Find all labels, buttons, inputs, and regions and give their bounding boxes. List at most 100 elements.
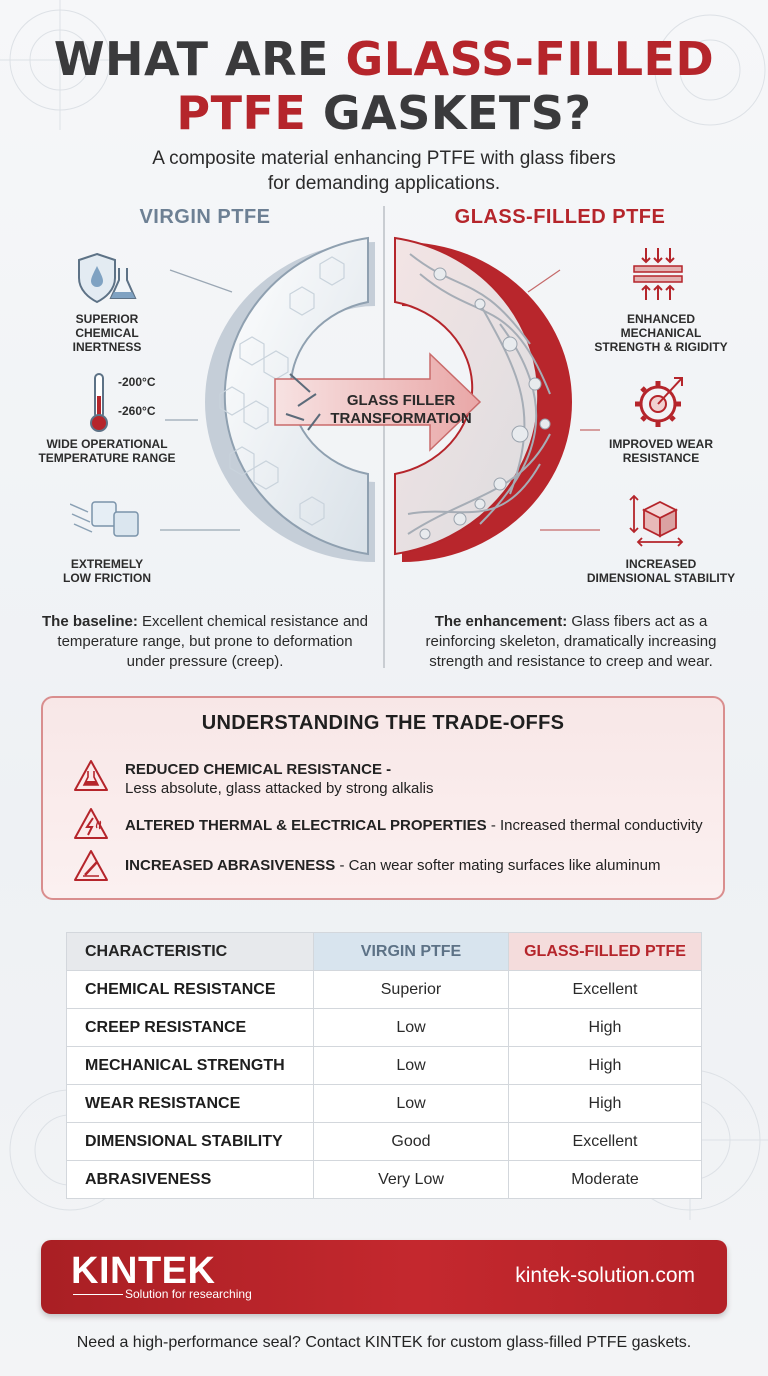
virgin-summary-text: Excellent chemical resistance and temper… bbox=[57, 613, 368, 670]
table-row: WEAR RESISTANCE Low High bbox=[66, 1084, 702, 1123]
feature-line: CHEMICAL bbox=[75, 326, 139, 340]
temp-high: -200°C bbox=[118, 375, 156, 389]
subtitle-line-2: for demanding applications. bbox=[267, 173, 501, 194]
virgin-summary: The baseline: Excellent chemical resista… bbox=[42, 612, 368, 672]
feature-line: WIDE OPERATIONAL bbox=[46, 437, 168, 451]
tradeoff-detail: Less absolute, glass attacked by strong … bbox=[125, 780, 434, 797]
gasket-illustration bbox=[205, 236, 572, 562]
table-row: ABRASIVENESS Very Low Moderate bbox=[66, 1160, 702, 1199]
row-characteristic: CREEP RESISTANCE bbox=[66, 1008, 314, 1047]
feature-line: ENHANCED bbox=[626, 312, 695, 326]
feature-low-friction: EXTREMELY LOW FRICTION bbox=[45, 557, 169, 585]
row-glass-value: High bbox=[508, 1008, 702, 1047]
glass-summary: The enhancement: Glass fibers act as a r… bbox=[408, 612, 734, 672]
table-row: DIMENSIONAL STABILITY Good Excellent bbox=[66, 1122, 702, 1161]
feature-line: STRENGTH & RIGIDITY bbox=[594, 340, 728, 354]
title-red-2: PTFE bbox=[176, 86, 307, 140]
glass-summary-label: The enhancement: bbox=[434, 613, 568, 630]
glass-summary-text: Glass fibers act as a reinforcing skelet… bbox=[425, 613, 717, 670]
title-plain-2: GASKETS? bbox=[306, 86, 592, 140]
tradeoff-item-3: INCREASED ABRASIVENESS - Can wear softer… bbox=[125, 856, 715, 875]
table-row: CREEP RESISTANCE Low High bbox=[66, 1008, 702, 1047]
row-virgin-value: Superior bbox=[313, 970, 509, 1009]
feature-line: INCREASED bbox=[625, 557, 697, 571]
kintek-logo: KINTEK bbox=[71, 1250, 216, 1292]
tradeoffs-title: UNDERSTANDING THE TRADE-OFFS bbox=[201, 712, 565, 734]
row-virgin-value: Low bbox=[313, 1084, 509, 1123]
gear-target-icon bbox=[635, 377, 683, 427]
feature-line: MECHANICAL bbox=[620, 326, 702, 340]
page-title: WHAT ARE GLASS-FILLED PTFE GASKETS? bbox=[0, 32, 768, 140]
cube-arrows-icon bbox=[629, 494, 684, 547]
feature-temperature-range: WIDE OPERATIONAL TEMPERATURE RANGE bbox=[30, 437, 184, 465]
row-glass-value: High bbox=[508, 1084, 702, 1123]
row-characteristic: MECHANICAL STRENGTH bbox=[66, 1046, 314, 1085]
website-link[interactable]: kintek-solution.com bbox=[515, 1264, 695, 1287]
tradeoff-item-2: ALTERED THERMAL & ELECTRICAL PROPERTIES … bbox=[125, 816, 715, 835]
feature-line: INERTNESS bbox=[72, 340, 142, 354]
column-header-glass: GLASS-FILLED PTFE bbox=[508, 932, 702, 971]
column-divider bbox=[383, 206, 385, 668]
tradeoff-label: REDUCED CHEMICAL RESISTANCE - bbox=[125, 761, 392, 778]
shield-drop-flask-icon bbox=[78, 252, 137, 304]
feature-mechanical-strength: ENHANCED MECHANICAL STRENGTH & RIGIDITY bbox=[586, 312, 736, 354]
tradeoff-label: INCREASED ABRASIVENESS bbox=[125, 857, 336, 874]
page-subtitle: A composite material enhancing PTFE with… bbox=[84, 146, 684, 196]
warning-abrasion-icon bbox=[74, 850, 108, 881]
row-glass-value: Moderate bbox=[508, 1160, 702, 1199]
table-header-row: CHARACTERISTIC VIRGIN PTFE GLASS-FILLED … bbox=[66, 932, 702, 971]
row-characteristic: WEAR RESISTANCE bbox=[66, 1084, 314, 1123]
transformation-arrow bbox=[274, 352, 482, 452]
transformation-line-1: GLASS FILLER bbox=[346, 392, 456, 409]
virgin-ptfe-heading: VIRGIN PTFE bbox=[139, 206, 271, 228]
thermometer-icon bbox=[90, 373, 108, 432]
connector-lines bbox=[160, 269, 600, 531]
tradeoff-label: ALTERED THERMAL & ELECTRICAL PROPERTIES bbox=[125, 817, 487, 834]
tradeoff-detail: - Increased thermal conductivity bbox=[486, 817, 703, 834]
feature-line: SUPERIOR bbox=[75, 312, 139, 326]
comparison-table: CHARACTERISTIC VIRGIN PTFE GLASS-FILLED … bbox=[66, 932, 702, 1199]
feature-line: DIMENSIONAL STABILITY bbox=[586, 571, 736, 585]
tradeoff-detail: - Can wear softer mating surfaces like a… bbox=[335, 857, 661, 874]
warning-heat-icon bbox=[74, 808, 108, 839]
logo-tagline: Solution for researching bbox=[125, 1287, 252, 1301]
transformation-line-2: TRANSFORMATION bbox=[330, 410, 472, 427]
table-row: MECHANICAL STRENGTH Low High bbox=[66, 1046, 702, 1085]
row-virgin-value: Good bbox=[313, 1122, 509, 1161]
feature-line: LOW FRICTION bbox=[63, 571, 151, 585]
row-virgin-value: Low bbox=[313, 1046, 509, 1085]
feature-chemical-inertness: SUPERIOR CHEMICAL INERTNESS bbox=[40, 312, 174, 354]
row-characteristic: CHEMICAL RESISTANCE bbox=[66, 970, 314, 1009]
compression-arrows-icon bbox=[633, 248, 683, 300]
feature-line: RESISTANCE bbox=[622, 451, 700, 465]
column-header-virgin: VIRGIN PTFE bbox=[313, 932, 509, 971]
footer-banner: KINTEK Solution for researching kintek-s… bbox=[41, 1240, 727, 1314]
row-characteristic: ABRASIVENESS bbox=[66, 1160, 314, 1199]
tradeoffs-panel: UNDERSTANDING THE TRADE-OFFS REDUCED CHE… bbox=[41, 696, 725, 900]
row-characteristic: DIMENSIONAL STABILITY bbox=[66, 1122, 314, 1161]
ice-cubes-icon bbox=[70, 501, 139, 537]
row-virgin-value: Very Low bbox=[313, 1160, 509, 1199]
transformation-label: GLASS FILLER TRANSFORMATION bbox=[328, 392, 474, 428]
feature-line: EXTREMELY bbox=[70, 557, 144, 571]
glass-filled-ptfe-heading: GLASS-FILLED PTFE bbox=[454, 206, 666, 228]
row-virgin-value: Low bbox=[313, 1008, 509, 1047]
tradeoff-item-1: REDUCED CHEMICAL RESISTANCE - Less absol… bbox=[125, 760, 705, 798]
logo-underline bbox=[73, 1294, 123, 1295]
feature-wear-resistance: IMPROVED WEAR RESISTANCE bbox=[592, 437, 730, 465]
column-header-characteristic: CHARACTERISTIC bbox=[66, 932, 314, 971]
feature-line: TEMPERATURE RANGE bbox=[38, 451, 176, 465]
call-to-action: Need a high-performance seal? Contact KI… bbox=[76, 1334, 692, 1351]
temp-low: -260°C bbox=[118, 404, 156, 418]
virgin-summary-label: The baseline: bbox=[42, 613, 138, 630]
subtitle-line-1: A composite material enhancing PTFE with… bbox=[152, 148, 616, 169]
warning-flask-icon bbox=[74, 760, 108, 791]
title-plain-1: WHAT ARE bbox=[53, 32, 346, 86]
feature-dimensional-stability: INCREASED DIMENSIONAL STABILITY bbox=[580, 557, 742, 585]
row-glass-value: Excellent bbox=[508, 970, 702, 1009]
title-red-1: GLASS-FILLED bbox=[345, 32, 715, 86]
feature-line: IMPROVED WEAR bbox=[608, 437, 713, 451]
row-glass-value: Excellent bbox=[508, 1122, 702, 1161]
row-glass-value: High bbox=[508, 1046, 702, 1085]
table-row: CHEMICAL RESISTANCE Superior Excellent bbox=[66, 970, 702, 1009]
